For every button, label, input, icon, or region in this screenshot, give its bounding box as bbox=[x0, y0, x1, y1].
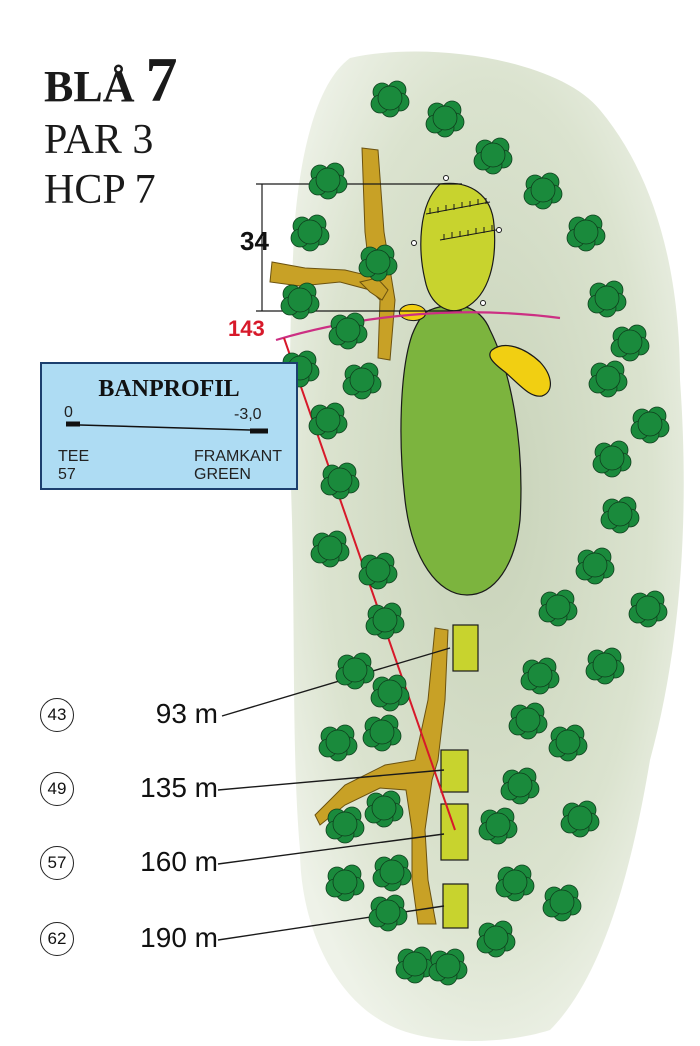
tree-icon bbox=[370, 80, 410, 118]
tree-icon bbox=[575, 547, 615, 585]
tree-icon bbox=[476, 920, 516, 958]
hole-title-block: BLÅ 7 PAR 3 HCP 7 bbox=[44, 48, 177, 215]
tree-icon bbox=[365, 602, 405, 640]
tree-icon bbox=[538, 589, 578, 627]
tee-distance: 160 m bbox=[140, 846, 218, 877]
tee-color-name: BLÅ bbox=[44, 62, 135, 111]
tee-id-badge: 43 bbox=[40, 698, 74, 732]
tree-icon bbox=[566, 214, 606, 252]
profile-title: BANPROFIL bbox=[98, 376, 240, 402]
tree-icon bbox=[328, 312, 368, 350]
tree-icon bbox=[290, 214, 330, 252]
tree-icon bbox=[308, 162, 348, 200]
tree-icon bbox=[372, 854, 412, 892]
tree-icon bbox=[318, 724, 358, 762]
profile-front-text: FRAMKANT bbox=[194, 448, 282, 465]
tree-icon bbox=[364, 790, 404, 828]
course-profile-box: BANPROFIL 0 -3,0 TEE 57 FRAMKANT GREEN bbox=[40, 362, 298, 490]
tree-icon bbox=[542, 884, 582, 922]
tree-icon bbox=[358, 552, 398, 590]
green-tier-marks bbox=[425, 198, 497, 241]
bunker-right bbox=[489, 345, 551, 397]
par-text: PAR 3 bbox=[44, 117, 154, 163]
tree-icon bbox=[342, 362, 382, 400]
tree-icon bbox=[478, 807, 518, 845]
tree-icon bbox=[428, 948, 468, 986]
tree-icon bbox=[335, 652, 375, 690]
hole-number: 7 bbox=[145, 44, 178, 115]
tee-id-badge: 62 bbox=[40, 922, 74, 956]
tee-id-badge: 57 bbox=[40, 846, 74, 880]
fairway bbox=[400, 304, 522, 596]
tree-icon bbox=[473, 137, 513, 175]
tree-icon bbox=[560, 800, 600, 838]
tree-icon bbox=[585, 647, 625, 685]
hole-length-label: 143 bbox=[228, 316, 265, 341]
hole-title: BLÅ 7 bbox=[44, 48, 177, 115]
tree-icon bbox=[520, 657, 560, 695]
tree-icon bbox=[308, 402, 348, 440]
tree-icon bbox=[592, 440, 632, 478]
profile-green-text: GREEN bbox=[194, 466, 251, 483]
tree-icon bbox=[587, 280, 627, 318]
tree-icon bbox=[588, 360, 628, 398]
tree-icon bbox=[600, 496, 640, 534]
green-front-line bbox=[275, 311, 561, 342]
tree-icon bbox=[425, 100, 465, 138]
tee-boxes bbox=[440, 624, 479, 929]
tree-icon bbox=[320, 462, 360, 500]
bunker-left bbox=[398, 303, 427, 321]
tree-icon bbox=[548, 724, 588, 762]
tree-icon bbox=[325, 806, 365, 844]
tee-connector-lines bbox=[217, 647, 451, 941]
trees bbox=[280, 80, 670, 986]
tee-distance: 190 m bbox=[140, 922, 218, 953]
profile-end-value: -3,0 bbox=[234, 406, 262, 423]
tee-id-badge: 49 bbox=[40, 772, 74, 806]
tee-distance: 135 m bbox=[140, 772, 218, 803]
profile-green-label: FRAMKANT GREEN bbox=[194, 448, 282, 484]
tree-icon bbox=[610, 324, 650, 362]
tree-icon bbox=[325, 864, 365, 902]
tree-icon bbox=[395, 946, 435, 984]
tee-distance: 93 m bbox=[155, 698, 218, 729]
tree-icon bbox=[500, 767, 540, 805]
tree-icon bbox=[358, 244, 398, 282]
profile-tee-text: TEE bbox=[58, 448, 90, 465]
tree-icon bbox=[630, 406, 670, 444]
tree-icon bbox=[523, 172, 563, 210]
profile-start-value: 0 bbox=[64, 404, 73, 421]
flag-icon bbox=[411, 175, 502, 306]
tree-icon bbox=[368, 894, 408, 932]
tree-icon bbox=[628, 590, 668, 628]
tree-icon bbox=[370, 674, 410, 712]
tree-icon bbox=[310, 530, 350, 568]
tree-icon bbox=[508, 702, 548, 740]
green-depth-label: 34 bbox=[240, 226, 269, 256]
hcp-text: HCP 7 bbox=[44, 167, 156, 213]
tree-icon bbox=[280, 282, 320, 320]
tree-icon bbox=[495, 864, 535, 902]
tree-icon bbox=[362, 714, 402, 752]
profile-graph bbox=[66, 421, 268, 434]
profile-tee-number: 57 bbox=[58, 466, 76, 483]
profile-tee-label: TEE 57 bbox=[58, 448, 89, 484]
